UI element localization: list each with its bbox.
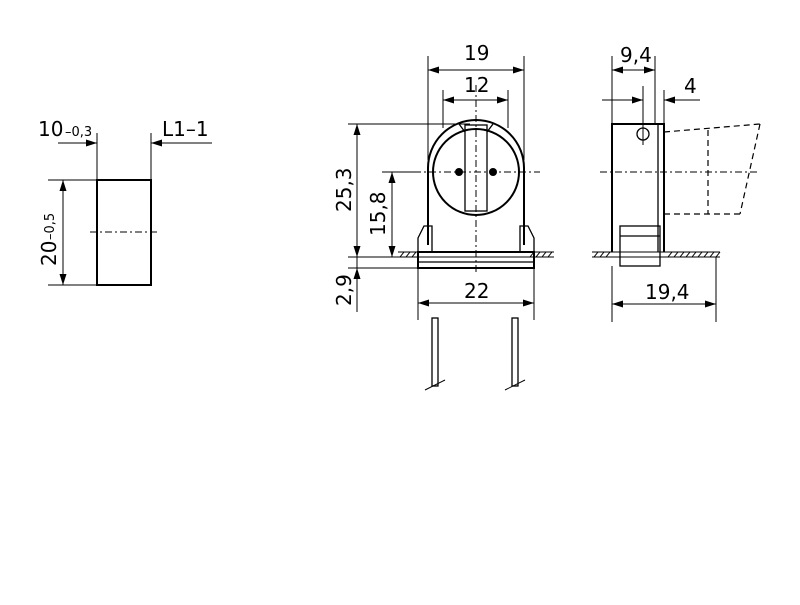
arrowhead (353, 246, 361, 257)
latch-left (417, 225, 433, 252)
arrowhead (353, 268, 361, 279)
spacer-view: 10 –0,3 L1–1 20 –0,5 (37, 117, 212, 286)
arrowhead (612, 300, 623, 308)
arrowhead (388, 246, 396, 257)
arrowhead (388, 172, 396, 183)
section-label: L1–1 (162, 117, 209, 141)
wire-break-marks (424, 379, 526, 391)
spacer-width-label: 10 (38, 117, 63, 141)
arrowhead (418, 299, 429, 307)
front-view: 19 12 25,3 15,8 2,9 22 (332, 41, 554, 391)
side-view: 9,4 4 19,4 (592, 43, 761, 322)
spacer-height-label-group: 20 –0,5 (37, 213, 61, 266)
arrowhead (644, 66, 655, 74)
total-height-label: 25,3 (332, 167, 356, 212)
arrowhead (632, 96, 643, 104)
arrowhead (664, 96, 675, 104)
spacer-height-label: 20 (37, 241, 61, 266)
arrowhead (151, 139, 162, 147)
arrowhead (705, 300, 716, 308)
side-body-outline (611, 123, 665, 252)
side-width-label: 9,4 (620, 43, 652, 67)
arrowhead (443, 96, 454, 104)
outer-width-label: 19 (464, 41, 489, 65)
wire-right (511, 317, 519, 387)
arrowhead (523, 299, 534, 307)
arrowhead (428, 66, 439, 74)
arrowhead (497, 96, 508, 104)
lamp-end-hidden (707, 123, 761, 215)
inner-width-label: 12 (464, 73, 489, 97)
arrowhead (86, 139, 97, 147)
side-mount-plate-hatch (593, 251, 721, 258)
arrowhead (59, 274, 67, 285)
base-width-label: 22 (464, 279, 489, 303)
slot-guides (458, 123, 494, 133)
latch-right (519, 225, 535, 252)
spacer-height-tolerance: –0,5 (43, 213, 58, 240)
side-latch (619, 225, 661, 267)
arrowhead (353, 124, 361, 135)
side-depth-label: 19,4 (645, 280, 690, 304)
arrowhead (59, 180, 67, 191)
lamp-slot (464, 124, 488, 212)
arrowhead (513, 66, 524, 74)
lamp-outline-hidden (663, 123, 761, 215)
spacer-width-tolerance: –0,3 (65, 125, 92, 140)
side-offset-label: 4 (684, 74, 697, 98)
center-height-label: 15,8 (366, 191, 390, 236)
arrowhead (612, 66, 623, 74)
base-height-label: 2,9 (332, 274, 356, 306)
wire-left (431, 317, 439, 387)
